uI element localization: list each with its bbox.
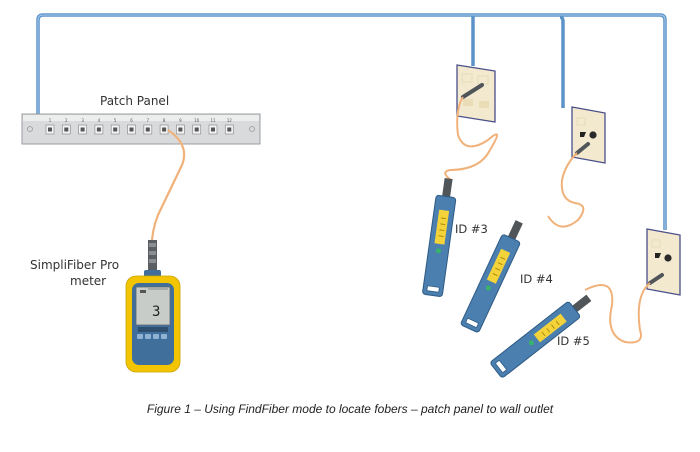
- port-number-11: 11: [210, 118, 216, 123]
- port-number-8: 8: [163, 118, 166, 123]
- meter-connector: [144, 240, 161, 278]
- port-number-10: 10: [194, 118, 200, 123]
- patch-port-core-8: [162, 127, 167, 132]
- fiber-id-probe-5: [490, 294, 592, 378]
- simplifiber-pro-meter: [125, 275, 181, 373]
- wall-outlet-id3: [456, 64, 496, 123]
- patch-panel-label: Patch Panel: [100, 94, 170, 108]
- port-number-6: 6: [130, 118, 133, 123]
- patch-port-core-7: [145, 127, 150, 132]
- patch-port-core-12: [227, 127, 232, 132]
- wall-outlet-id5: [646, 228, 681, 296]
- patch-port-core-1: [48, 127, 52, 132]
- patch-port-core-3: [80, 127, 85, 132]
- patch-cord-outlet4-probe4: [547, 152, 585, 228]
- port-number-12: 12: [227, 118, 233, 123]
- patch-port-core-5: [113, 127, 118, 132]
- patch-port-core-11: [211, 127, 215, 132]
- patch-port-core-10: [194, 127, 199, 132]
- wall-outlet-id4: [571, 106, 606, 164]
- backbone-cable-outlet-4: [559, 15, 565, 108]
- meter-buttons: [137, 334, 167, 339]
- probe-label-id4: ID #4: [520, 272, 553, 286]
- port-number-5: 5: [114, 118, 117, 123]
- port-number-7: 7: [147, 118, 150, 123]
- patch-cord-outlet3-probe3: [444, 96, 498, 181]
- port-number-1: 1: [49, 118, 52, 123]
- probe-label-id3: ID #3: [455, 222, 488, 236]
- patch-port-core-6: [129, 127, 134, 132]
- port-number-4: 4: [98, 118, 101, 123]
- port-number-2: 2: [65, 118, 68, 123]
- patch-port-core-9: [178, 127, 183, 132]
- patch-port-core-2: [64, 127, 69, 132]
- patch-cord-outlet5-probe5: [584, 282, 651, 344]
- meter-label-line1: SimpliFiber Pro: [30, 258, 120, 272]
- fiber-id-probe-3: [422, 178, 457, 297]
- port-number-9: 9: [179, 118, 182, 123]
- probe-label-id5: ID #5: [557, 334, 590, 348]
- meter-display-value: 3: [152, 304, 160, 320]
- patch-cord-panel-to-meter: [150, 129, 186, 259]
- fiber-id-probe-4: [460, 220, 523, 333]
- port-number-3: 3: [81, 118, 84, 123]
- meter-label-line2: meter: [70, 274, 107, 288]
- figure-caption: Figure 1 – Using FindFiber mode to locat…: [146, 402, 554, 416]
- patch-port-core-4: [96, 127, 101, 132]
